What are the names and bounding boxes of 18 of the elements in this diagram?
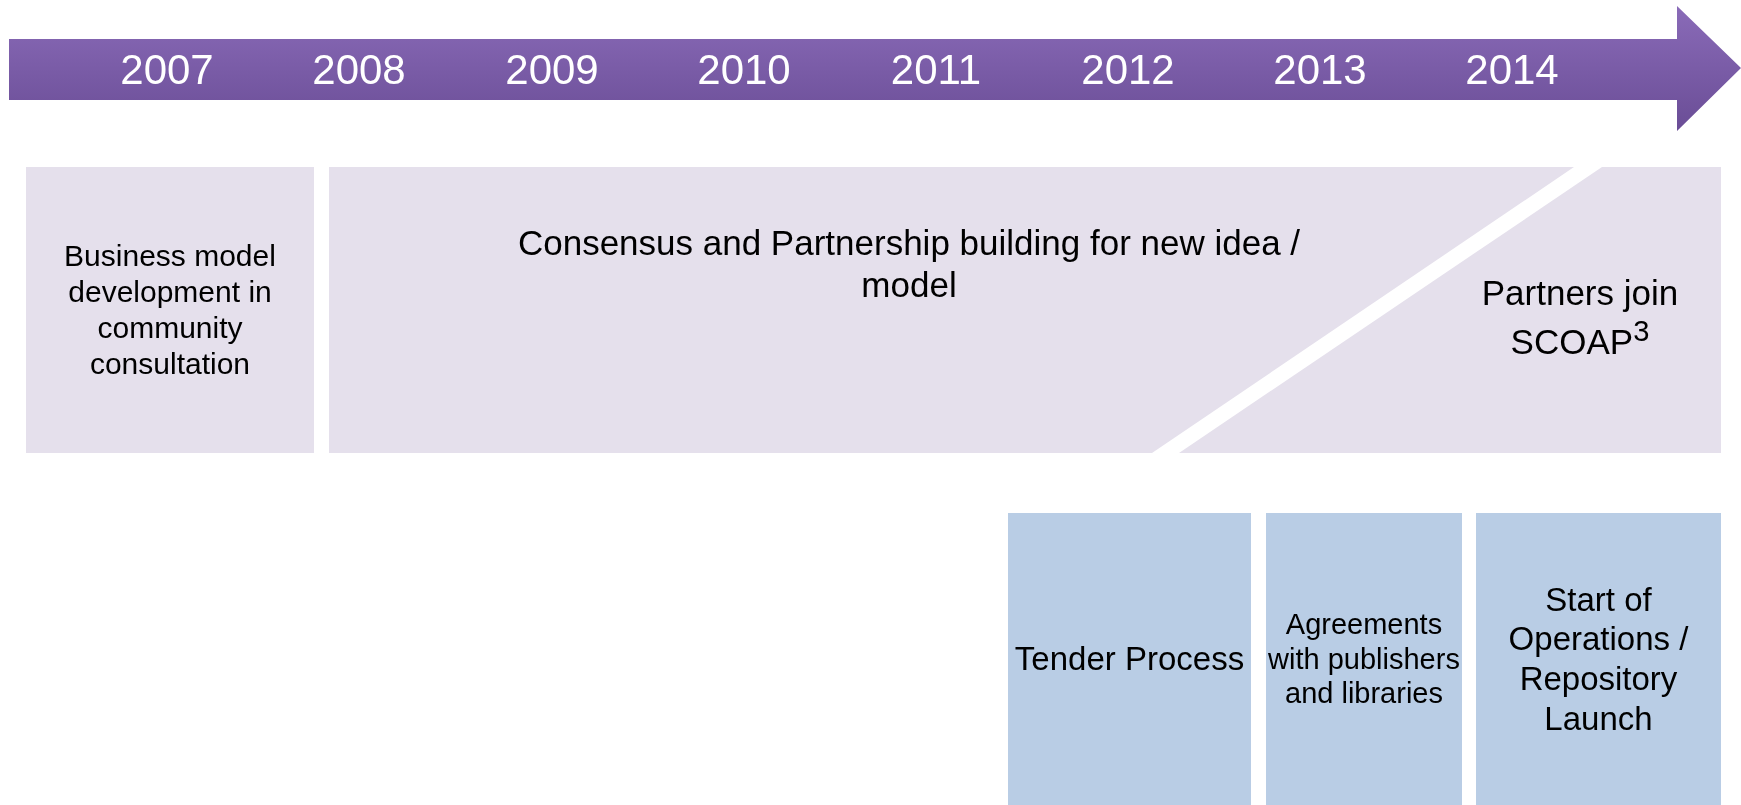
milestone-box bbox=[1008, 513, 1251, 805]
milestone-box bbox=[1476, 513, 1721, 805]
node-text: Start of Operations / Repository Launch bbox=[1507, 579, 1690, 739]
year-label: 2008 bbox=[311, 45, 407, 95]
year-label: 2010 bbox=[696, 45, 792, 95]
year-label: 2009 bbox=[504, 45, 600, 95]
node-text: Partners join SCOAP$^{3}$ bbox=[1480, 272, 1680, 363]
year-label: 2014 bbox=[1464, 45, 1560, 95]
year-label: 2007 bbox=[119, 45, 215, 95]
year-label: 2012 bbox=[1080, 45, 1176, 95]
milestone-box bbox=[1266, 513, 1462, 805]
node-text: Business model development in community consultation bbox=[63, 238, 277, 382]
node-text: Tender Process bbox=[1014, 639, 1245, 679]
phase-box bbox=[26, 167, 314, 453]
node-text: Agreements with publishers and libraries bbox=[1267, 606, 1461, 712]
year-label: 2013 bbox=[1272, 45, 1368, 95]
node-text: Consensus and Partnership building for new idea / model bbox=[516, 222, 1302, 306]
year-label: 2011 bbox=[889, 45, 983, 95]
